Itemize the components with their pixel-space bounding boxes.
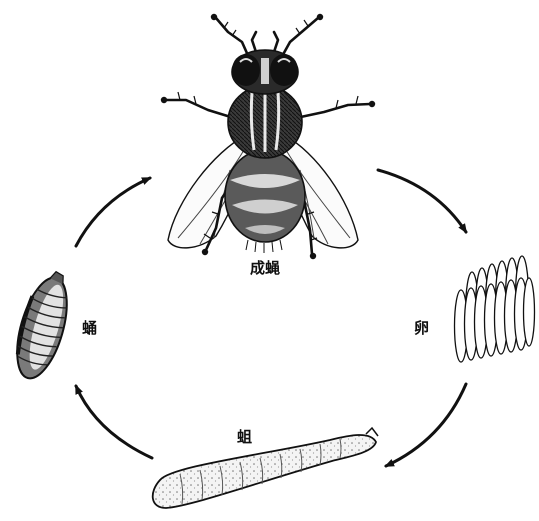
arrow-adult-to-egg (378, 170, 466, 232)
fly-thorax (228, 86, 302, 158)
arrow-pupa-to-adult (76, 178, 150, 246)
pupa-drawing (7, 266, 78, 383)
label-larva: 蛆 (237, 428, 252, 446)
label-pupa: 蛹 (82, 319, 97, 337)
arrow-egg-to-larva (386, 384, 466, 466)
label-adult-fly: 成蝇 (250, 259, 280, 277)
fly-abdomen (225, 150, 305, 253)
fly-head (232, 50, 298, 94)
larva-drawing (153, 428, 378, 508)
egg-cluster-drawing (455, 256, 535, 362)
label-egg: 卵 (414, 319, 429, 337)
adult-fly-drawing (161, 14, 375, 259)
arrow-larva-to-pupa (76, 386, 152, 458)
